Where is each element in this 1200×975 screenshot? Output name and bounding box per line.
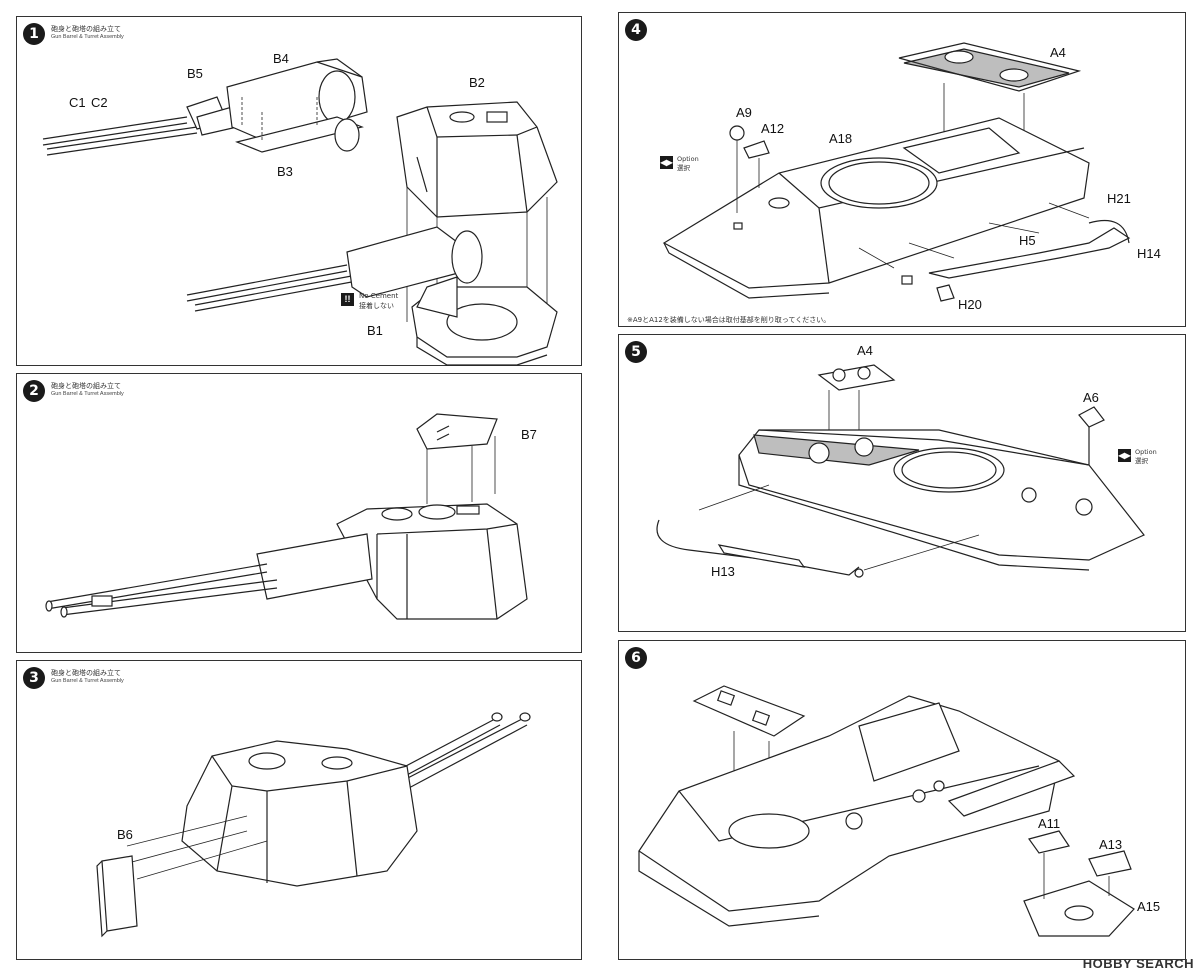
part-label-h5: H5: [1019, 233, 1036, 248]
option-label-en: Option: [1135, 448, 1157, 456]
step-2-panel: 2 砲身と砲塔の組み立て Gun Barrel & Turret Assembl…: [16, 373, 582, 653]
step-title-jp: 砲身と砲塔の組み立て: [51, 25, 121, 33]
part-label-b5: B5: [187, 66, 203, 81]
part-label-b3: B3: [277, 164, 293, 179]
step-3-drawing: [96, 712, 531, 938]
step-number: 3: [23, 667, 45, 689]
option-icon: ◀▶: [660, 156, 673, 169]
step-1-panel: 1 砲身と砲塔の組み立て Gun Barrel & Turret Assembl…: [16, 16, 582, 366]
option-icon: ◀▶: [1118, 449, 1131, 462]
step-title-en: Gun Barrel & Turret Assembly: [51, 391, 124, 397]
step-1-drawing: [42, 58, 558, 366]
step-4-panel: 4: [618, 12, 1186, 327]
part-label-a15: A15: [1137, 899, 1161, 914]
step-number: 4: [625, 19, 647, 41]
step-2-drawing: [45, 413, 528, 620]
step-title-jp: 砲身と砲塔の組み立て: [51, 669, 121, 677]
option-label-jp: 選択: [677, 164, 690, 172]
part-label-c2: C2: [91, 95, 108, 110]
part-label-b4: B4: [273, 51, 289, 66]
step-3-panel: 3 砲身と砲塔の組み立て Gun Barrel & Turret Assembl…: [16, 660, 582, 960]
step-5-panel: 5: [618, 334, 1186, 632]
part-label-b1: B1: [367, 323, 383, 338]
part-label-a4: A4: [857, 343, 873, 358]
step-6-drawing: [638, 685, 1135, 937]
step-number: 6: [625, 647, 647, 669]
part-label-b6: B6: [117, 827, 133, 842]
step-6-panel: 6: [618, 640, 1186, 960]
watermark: HOBBY SEARCH: [1082, 956, 1194, 971]
step-5-drawing: [656, 364, 1145, 578]
no-cement-note-en: No Cement: [359, 292, 399, 300]
part-label-c1: C1: [69, 95, 86, 110]
step-title-jp: 砲身と砲塔の組み立て: [51, 382, 121, 390]
step-number: 1: [23, 23, 45, 45]
no-cement-note-jp: 接着しない: [359, 302, 394, 310]
part-label-h21: H21: [1107, 191, 1131, 206]
part-label-a6: A6: [1083, 390, 1099, 405]
part-label-b7: B7: [521, 427, 537, 442]
part-label-b2: B2: [469, 75, 485, 90]
part-label-a4: A4: [1050, 45, 1066, 60]
no-cement-icon: !!: [341, 293, 354, 306]
part-label-a18: A18: [829, 131, 853, 146]
part-label-h20: H20: [958, 297, 982, 312]
step-4-drawing: [662, 42, 1131, 302]
part-label-a12: A12: [761, 121, 785, 136]
step-number: 5: [625, 341, 647, 363]
step-title-en: Gun Barrel & Turret Assembly: [51, 34, 124, 40]
part-label-a11: A11: [1038, 816, 1061, 831]
option-label-jp: 選択: [1135, 457, 1148, 465]
step-title-en: Gun Barrel & Turret Assembly: [51, 678, 124, 684]
part-label-h14: H14: [1137, 246, 1161, 261]
option-label-en: Option: [677, 155, 699, 163]
step-4-footnote: ※A9とA12を装備しない場合は取付基部を削り取ってください。: [627, 316, 831, 324]
part-label-a13: A13: [1099, 837, 1123, 852]
step-number: 2: [23, 380, 45, 402]
part-label-a9: A9: [736, 105, 752, 120]
part-label-h13: H13: [711, 564, 735, 579]
